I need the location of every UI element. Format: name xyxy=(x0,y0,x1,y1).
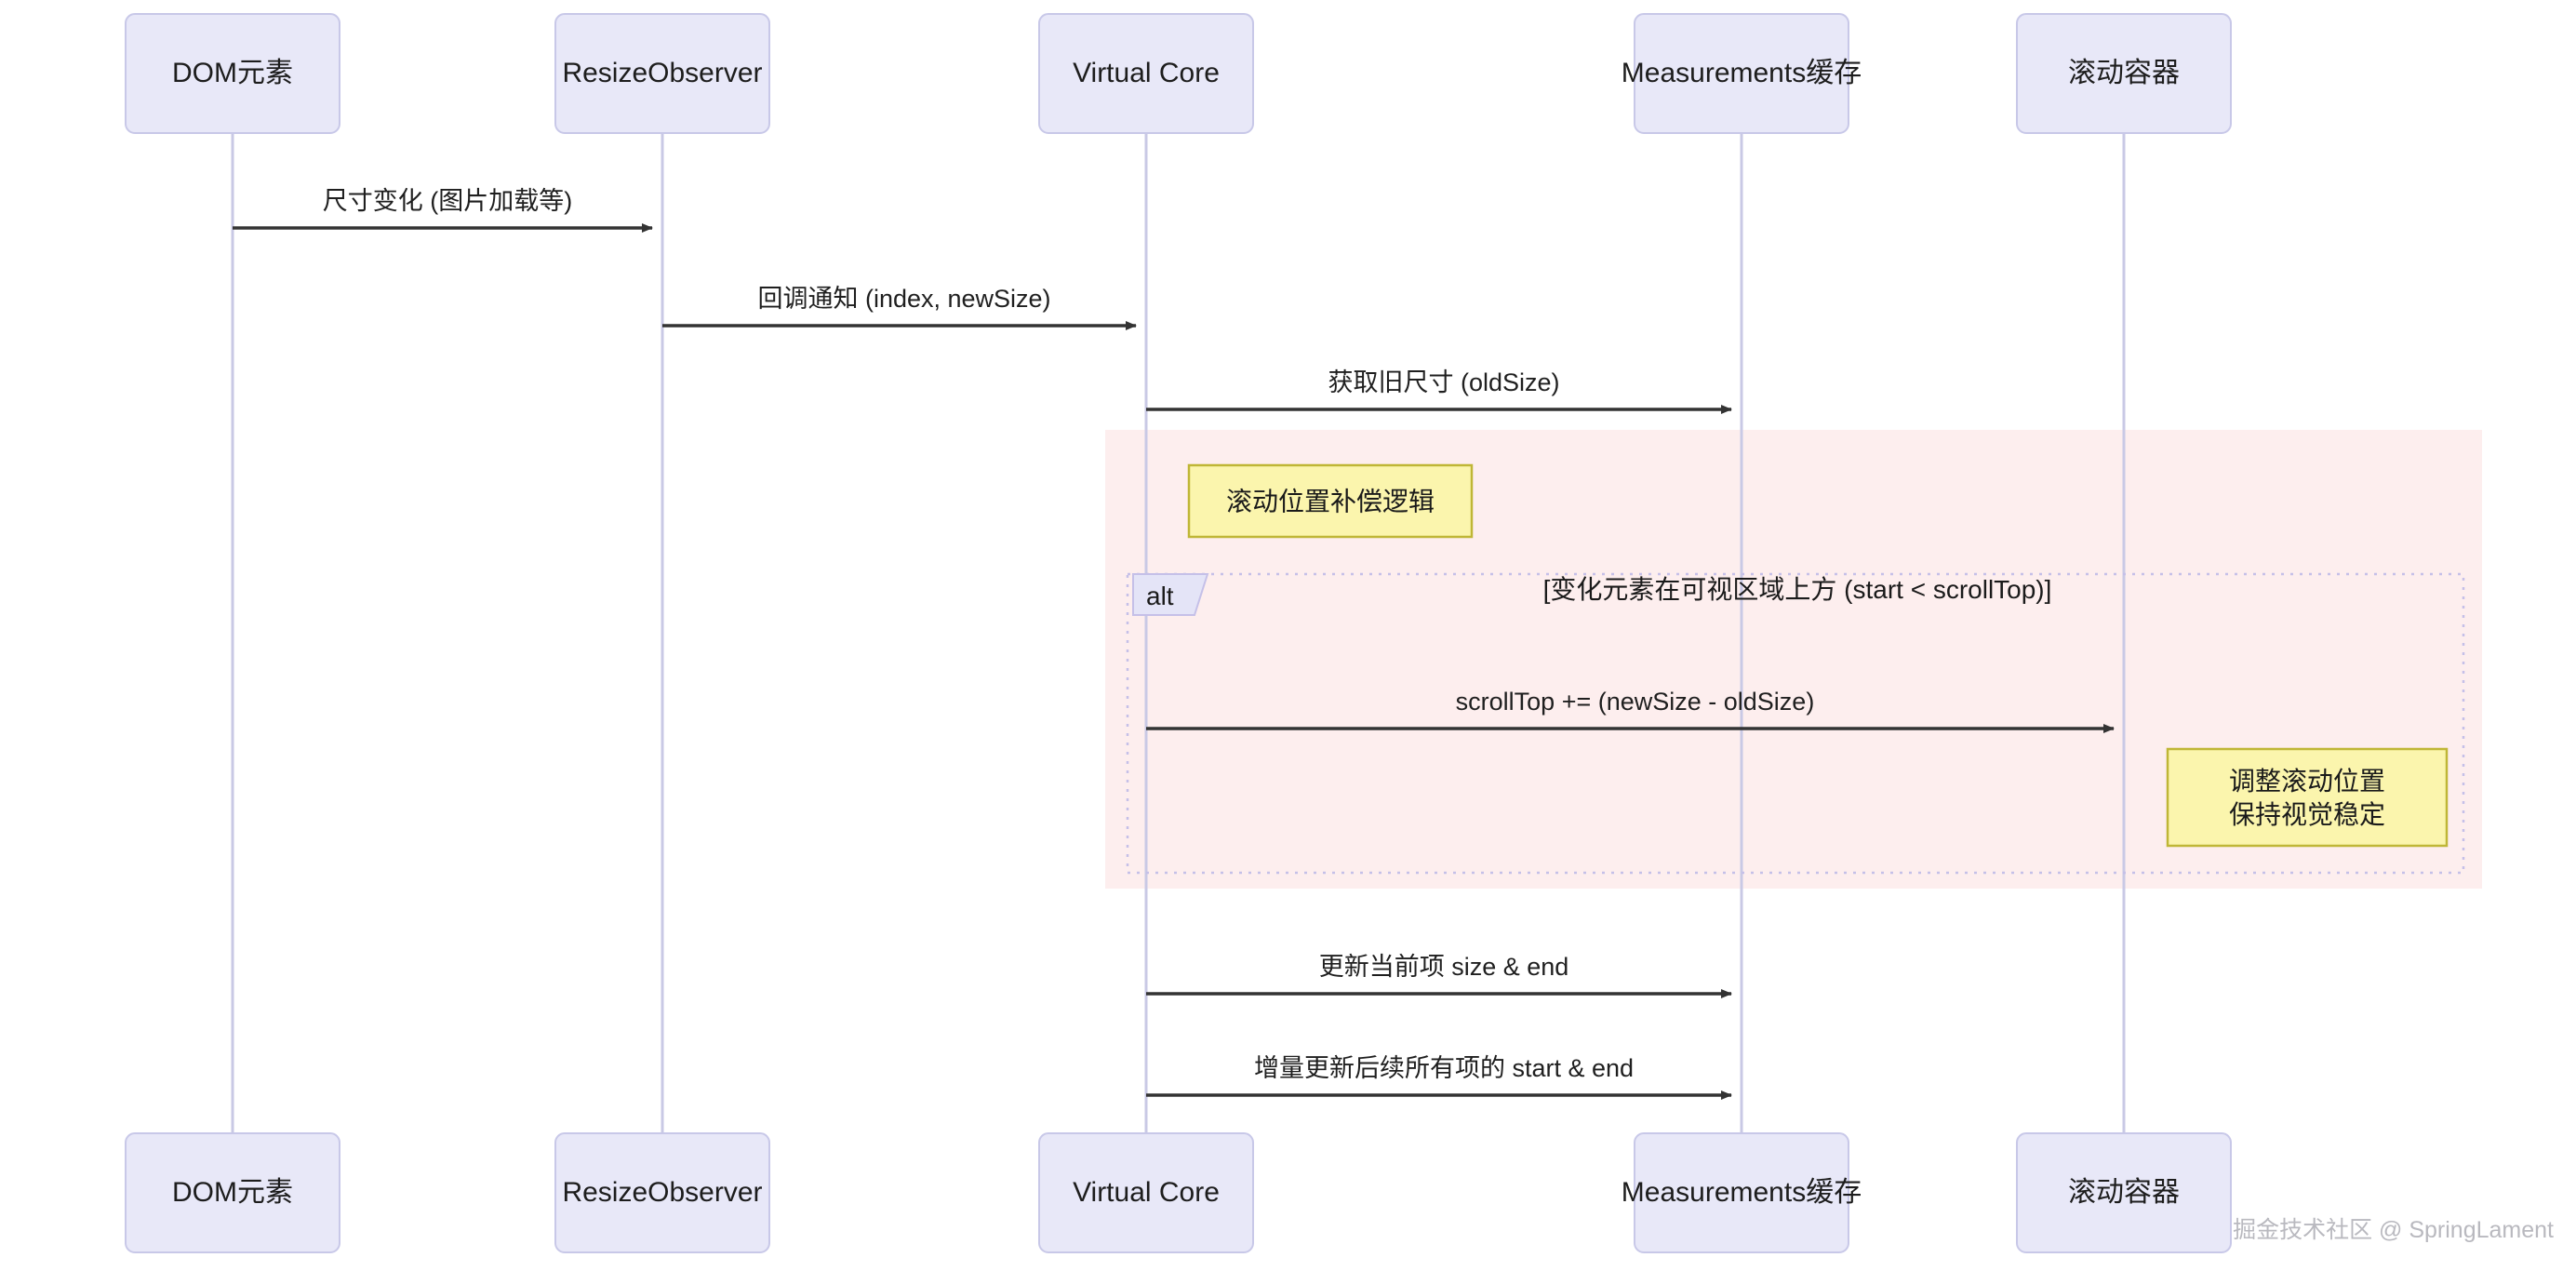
actor-label-ro-bottom: ResizeObserver xyxy=(562,1177,762,1208)
actor-label-meas-bottom: Measurements缓存 xyxy=(1622,1177,1862,1208)
message-label-m6: 增量更新后续所有项的 start & end xyxy=(1254,1054,1634,1082)
actor-label-scroll-top: 滚动容器 xyxy=(2068,58,2180,88)
actor-box-meas-bottom[interactable] xyxy=(1634,1132,1849,1253)
alt-keyword-label: alt xyxy=(1146,582,1174,610)
note-text-note-compensation-line-0: 滚动位置补偿逻辑 xyxy=(1226,488,1435,516)
alt-keyword-tab xyxy=(1132,573,1209,616)
actor-label-scroll-bottom: 滚动容器 xyxy=(2068,1177,2180,1208)
actor-box-dom-bottom[interactable] xyxy=(125,1132,340,1253)
actors-top-group: DOM元素 ResizeObserver Virtual Core Measureme… xyxy=(125,13,2232,134)
watermark-label: 掘金技术社区 @ SpringLament xyxy=(2233,1217,2554,1243)
actor-label-core-top: Virtual Core xyxy=(1073,58,1220,88)
message-label-m4: scrollTop += (newSize - oldSize) xyxy=(1456,688,1815,716)
actor-box-dom-top[interactable] xyxy=(125,13,340,134)
actor-box-scroll-top[interactable] xyxy=(2016,13,2232,134)
note-text-note-adjust-line-0: 调整滚动位置 xyxy=(2229,767,2385,796)
messages-group: 尺寸变化 (图片加载等) 回调通知 (index, newSize) 获取旧尺寸 (… xyxy=(233,187,2115,1100)
message-label-m1: 尺寸变化 (图片加载等) xyxy=(323,187,572,215)
actor-box-meas-top[interactable] xyxy=(1634,13,1849,134)
actor-box-scroll-bottom[interactable] xyxy=(2016,1132,2232,1253)
actor-label-meas-top: Measurements缓存 xyxy=(1622,58,1862,88)
actor-label-dom-bottom: DOM元素 xyxy=(172,1177,293,1208)
actor-box-core-bottom[interactable] xyxy=(1038,1132,1254,1253)
note-box-note-adjust xyxy=(2166,747,2449,848)
message-label-m2: 回调通知 (index, newSize) xyxy=(757,285,1050,313)
actors-bottom-group: DOM元素 ResizeObserver Virtual Core Measureme… xyxy=(125,1132,2232,1253)
actor-box-core-top[interactable] xyxy=(1038,13,1254,134)
message-label-m5: 更新当前项 size & end xyxy=(1319,953,1569,981)
lifelines-group xyxy=(231,133,2126,1133)
alt-condition-label: [变化元素在可视区域上方 (start < scrollTop)] xyxy=(1543,575,2052,604)
note-box-note-compensation xyxy=(1187,463,1474,539)
actor-label-ro-top: ResizeObserver xyxy=(562,58,762,88)
note-text-note-adjust-line-1: 保持视觉稳定 xyxy=(2229,800,2385,829)
actor-box-ro-bottom[interactable] xyxy=(554,1132,770,1253)
alt-block: alt [变化元素在可视区域上方 (start < scrollTop)] xyxy=(1126,572,2465,875)
actor-box-ro-top[interactable] xyxy=(554,13,770,134)
actor-label-core-bottom: Virtual Core xyxy=(1073,1177,1220,1208)
actor-label-dom-top: DOM元素 xyxy=(172,58,293,88)
message-label-m3: 获取旧尺寸 (oldSize) xyxy=(1328,368,1559,396)
